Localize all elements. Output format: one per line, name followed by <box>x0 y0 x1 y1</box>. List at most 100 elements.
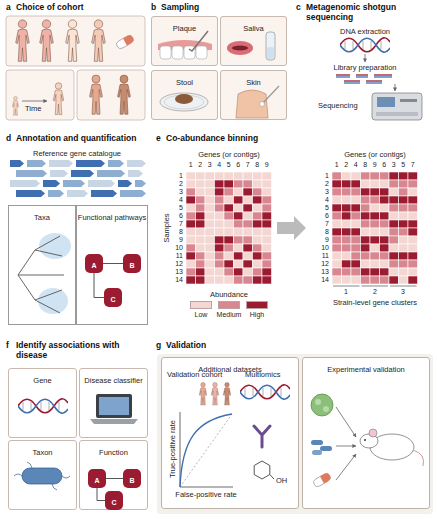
annotation-art <box>76 160 105 167</box>
column-number: 5 <box>401 161 405 169</box>
heatmap-art <box>342 212 352 220</box>
row-number: 11 <box>176 252 183 260</box>
heatmap-art <box>408 260 418 268</box>
heatmap-art <box>243 236 253 244</box>
heatmap-art <box>342 244 352 252</box>
heatmap-art <box>243 244 253 252</box>
heatmap-art <box>332 196 342 204</box>
heatmap-art <box>332 268 342 276</box>
heatmap-art <box>234 212 244 220</box>
heatmap-art <box>361 228 371 236</box>
heatmap-art <box>342 252 352 260</box>
validation-art <box>254 461 270 479</box>
node-text: C <box>110 295 115 305</box>
heatmap-art <box>224 212 234 220</box>
cohort-art <box>92 20 106 61</box>
taxa-tree <box>38 288 68 314</box>
heatmap-art <box>224 180 234 188</box>
heatmap-art <box>380 212 390 220</box>
step-label: Sequencing <box>318 101 358 110</box>
heatmap-art <box>215 244 225 252</box>
row-number: 1 <box>325 172 329 180</box>
heatmap-art <box>253 212 263 220</box>
heatmap-art <box>205 188 215 196</box>
association-box: Taxon <box>8 440 77 510</box>
annotation-art <box>10 160 24 167</box>
sequencing-art <box>344 80 360 81</box>
heatmap-art <box>186 196 196 204</box>
validation-art <box>323 406 329 412</box>
heatmap-art <box>389 260 399 268</box>
row-number: 1 <box>179 172 183 180</box>
heatmap-art <box>243 220 253 228</box>
cohort-art <box>12 96 18 115</box>
heatmap-art <box>389 252 399 260</box>
step-label: Library preparation <box>334 63 397 72</box>
heatmap-art <box>253 276 263 284</box>
column-number: 8 <box>255 161 259 169</box>
heatmap-art <box>253 172 263 180</box>
row-number: 14 <box>321 276 329 284</box>
legend-text: Low <box>195 311 208 319</box>
validation-art <box>157 354 433 514</box>
association-box: Gene <box>8 368 77 438</box>
axis-title: Genes (or contigs) <box>344 150 406 159</box>
heatmap-art <box>361 196 371 204</box>
heatmap-art <box>380 244 390 252</box>
heatmap-art <box>243 188 253 196</box>
heatmap-art <box>342 276 352 284</box>
pathway-node: B <box>123 469 141 488</box>
association-art <box>96 394 132 418</box>
axis-title: Genes (or contigs) <box>198 150 260 159</box>
heatmap-art <box>399 228 409 236</box>
heatmap-art <box>186 260 196 268</box>
heatmap-art <box>361 188 371 196</box>
heatmap-art <box>243 172 253 180</box>
heatmap-art <box>234 236 244 244</box>
heatmap-art <box>205 212 215 220</box>
heatmap-art <box>389 244 399 252</box>
heatmap-art <box>234 180 244 188</box>
heatmap-art <box>262 220 272 228</box>
column-number: 1 <box>189 161 193 169</box>
heatmap-art <box>234 260 244 268</box>
annotation-art <box>63 180 85 187</box>
heatmap-art <box>262 172 272 180</box>
validation-art <box>180 412 233 487</box>
row-number: 13 <box>175 268 183 276</box>
heatmap-art <box>253 260 263 268</box>
heatmap-art <box>351 252 361 260</box>
node-text: Taxa <box>34 212 50 223</box>
sequencing-art <box>376 112 418 116</box>
heatmap-art <box>234 204 244 212</box>
heatmap-art <box>243 180 253 188</box>
sequencing-art <box>374 74 392 75</box>
heatmap-art <box>380 220 390 228</box>
heatmap-art <box>196 180 206 188</box>
heatmap-art <box>186 276 196 284</box>
heatmap-art <box>332 276 342 284</box>
heatmap-art <box>351 204 361 212</box>
annotation-art <box>128 170 143 177</box>
heatmap-art <box>205 276 215 284</box>
binning-art <box>277 216 306 240</box>
legend-title: Abundance <box>210 290 248 299</box>
sequencing-art <box>366 80 382 81</box>
sampling-art <box>260 102 265 107</box>
binning-art <box>333 286 360 287</box>
heatmap-art <box>253 188 263 196</box>
sampling-art <box>227 41 253 55</box>
node-text: Function <box>99 447 128 458</box>
node-text: Plaque <box>173 23 196 34</box>
panel-letter: c <box>296 2 301 12</box>
node-text: A <box>91 261 96 271</box>
heatmap-art <box>186 268 196 276</box>
heatmap-art <box>370 244 380 252</box>
heatmap-art <box>380 228 390 236</box>
validation-art <box>336 454 356 480</box>
pathway-link <box>97 488 105 501</box>
heatmap-art <box>370 212 380 220</box>
heatmap-art <box>224 260 234 268</box>
validation-art <box>180 414 232 487</box>
